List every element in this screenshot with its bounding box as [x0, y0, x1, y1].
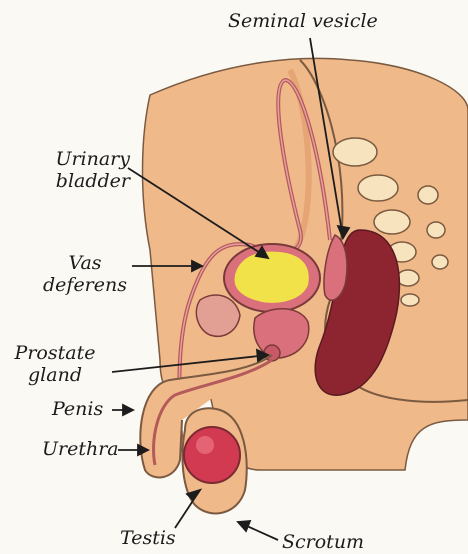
label-vas-deferens: Vas deferens: [30, 252, 140, 296]
label-urethra: Urethra: [42, 438, 119, 460]
label-scrotum: Scrotum: [282, 531, 364, 553]
testis: [184, 427, 240, 483]
label-vas-deferens-line1: Vas: [30, 252, 140, 274]
label-seminal-vesicle: Seminal vesicle: [228, 10, 378, 32]
label-testis: Testis: [120, 527, 176, 549]
label-urinary-bladder-line1: Urinary: [20, 148, 130, 170]
label-prostate-gland-line1: Prostate: [0, 342, 110, 364]
label-penis: Penis: [52, 398, 103, 420]
bladder-urine: [235, 252, 309, 303]
label-vas-deferens-line2: deferens: [30, 274, 140, 296]
label-urinary-bladder: Urinary bladder: [20, 148, 130, 192]
label-prostate-gland: Prostate gland: [0, 342, 110, 386]
label-urinary-bladder-line2: bladder: [20, 170, 130, 192]
label-prostate-gland-line2: gland: [0, 364, 110, 386]
